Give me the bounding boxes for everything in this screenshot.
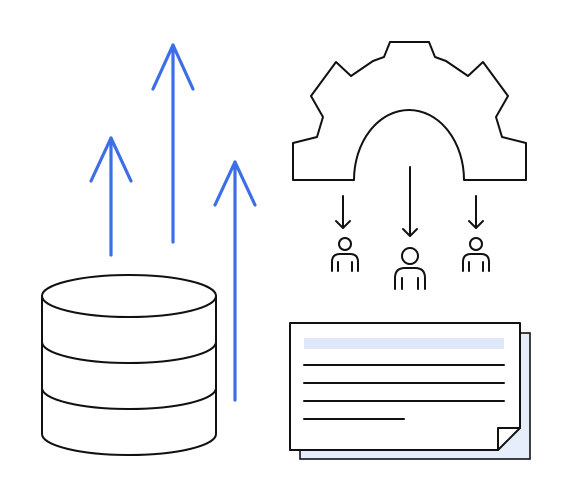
person-icon xyxy=(394,247,426,290)
document-highlight-bar xyxy=(304,338,504,349)
arrow-down-icon xyxy=(402,166,418,237)
distribution-arrows xyxy=(335,166,484,237)
gear-icon xyxy=(292,41,527,181)
document-icon xyxy=(289,322,531,460)
growth-arrows xyxy=(89,43,257,402)
database-icon xyxy=(41,274,217,456)
person-icon xyxy=(331,237,359,272)
arrow-up-icon xyxy=(213,160,257,402)
arrow-down-icon xyxy=(468,195,484,229)
person-icon xyxy=(462,237,490,272)
arrow-down-icon xyxy=(335,195,351,229)
arrow-up-icon xyxy=(89,136,133,257)
arrow-up-icon xyxy=(151,43,195,244)
person-icons xyxy=(331,237,490,290)
